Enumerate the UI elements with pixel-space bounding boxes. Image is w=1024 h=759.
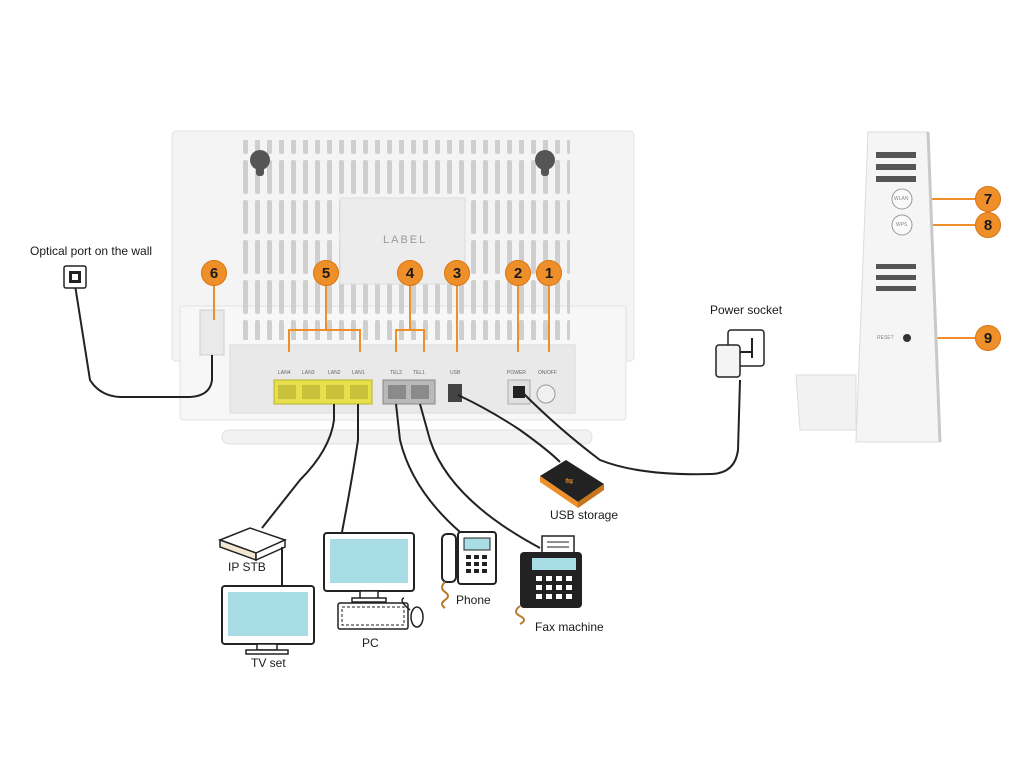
callout-badge-3: 3 (444, 260, 470, 286)
callout-badge-8: 8 (975, 212, 1001, 238)
wlan-button (891, 188, 913, 210)
optical-wall-port-device (63, 265, 87, 289)
port-label-tel1: TEL1 (413, 370, 425, 376)
cables (74, 284, 741, 549)
callout-badge-6: 6 (201, 260, 227, 286)
pc-label: PC (362, 636, 379, 650)
tv-set-device (221, 585, 315, 655)
usb-port (448, 384, 462, 402)
port-label-lan4: LAN4 (278, 370, 291, 376)
pc-device (323, 532, 424, 630)
wall-mount-hole-left (250, 150, 270, 176)
power-socket-device (715, 329, 765, 378)
port-label-tel2: TEL2 (390, 370, 402, 376)
fax-machine-device (515, 535, 582, 625)
onoff-button (536, 384, 556, 404)
fax-machine-label: Fax machine (535, 620, 604, 634)
svg-text:⇋: ⇋ (565, 476, 573, 487)
ip-stb-label: IP STB (228, 560, 266, 574)
wps-button (891, 214, 913, 236)
callout-badge-1: 1 (536, 260, 562, 286)
power-socket-label: Power socket (710, 303, 783, 317)
ip-stb-device (217, 527, 288, 586)
port-label-onoff: ON/OFF (538, 370, 557, 376)
callout-badge-2: 2 (505, 260, 531, 286)
tv-set-label: TV set (251, 656, 286, 670)
router-side-view (795, 131, 942, 443)
wps-button-label: WPS (896, 222, 908, 228)
usb-storage-device: ⇋ (540, 460, 604, 508)
optical-port-label: Optical port on the wall (30, 244, 153, 258)
router-stand (221, 429, 593, 445)
reset-button-label: RESET (877, 335, 894, 341)
tel-ports (382, 379, 436, 405)
wlan-button-label: WLAN (894, 196, 909, 202)
usb-storage-label: USB storage (550, 508, 619, 522)
port-label-lan1: LAN1 (352, 370, 365, 376)
label-plate-text: LABEL (383, 234, 428, 246)
callout-badge-9: 9 (975, 325, 1001, 351)
port-label-usb: USB (450, 370, 461, 376)
side-stand (795, 374, 857, 431)
port-label-lan2: LAN2 (328, 370, 341, 376)
port-label-power: POWER (507, 370, 526, 376)
wall-mount-hole-right (535, 150, 555, 176)
lan-ports (273, 379, 373, 405)
callout-badge-7: 7 (975, 186, 1001, 212)
phone-label: Phone (456, 593, 491, 607)
reset-hole (903, 334, 911, 342)
callout-badge-4: 4 (397, 260, 423, 286)
callout-badge-5: 5 (313, 260, 339, 286)
phone-device (441, 531, 497, 609)
port-label-lan3: LAN3 (302, 370, 315, 376)
callout-lines (213, 198, 975, 352)
